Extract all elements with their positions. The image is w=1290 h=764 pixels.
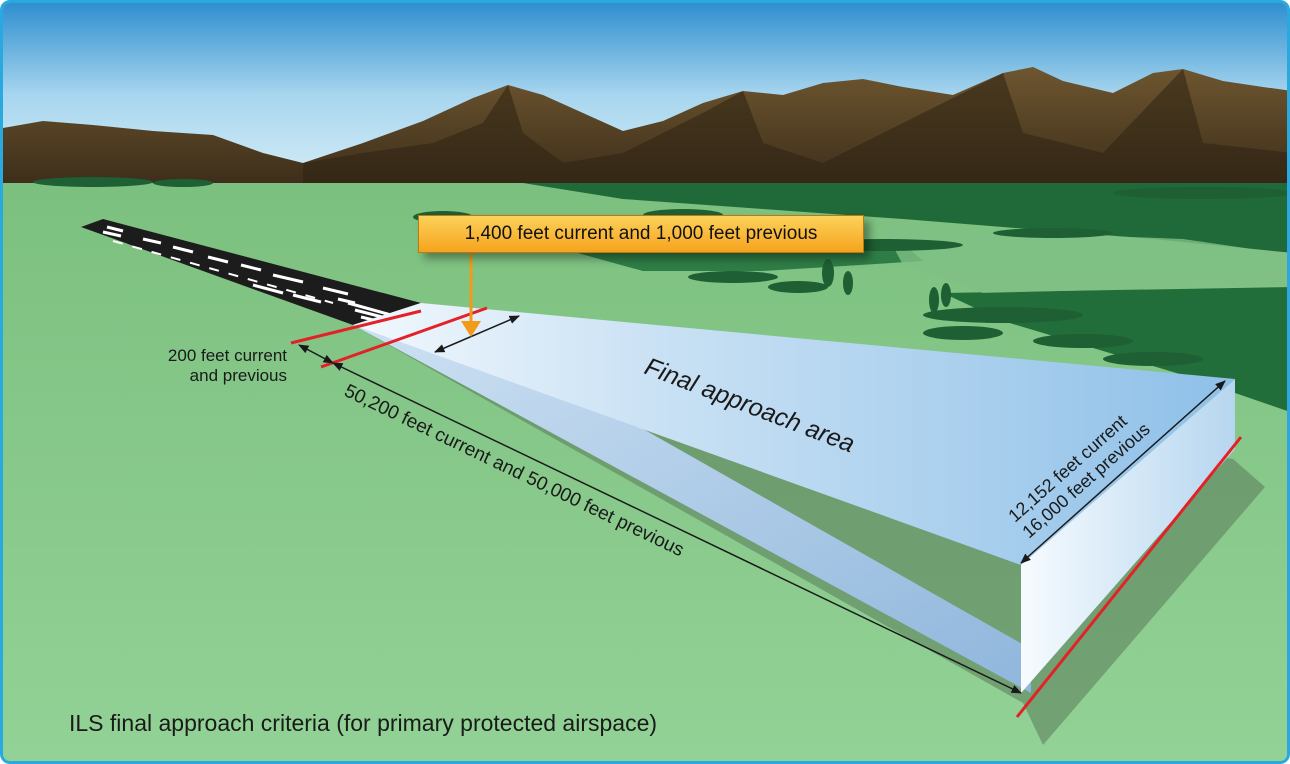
length-arrow	[332, 362, 1022, 694]
threshold-width-label-line2: and previous	[190, 366, 287, 385]
callout-pointer	[461, 253, 481, 337]
threshold-width-label-line1: 200 feet current	[168, 346, 287, 365]
dimension-arrows	[298, 315, 1226, 694]
inner-width-arrow	[434, 315, 520, 353]
outer-width-arrow	[1020, 380, 1226, 564]
ils-approach-illustration: 200 feet current and previous Final appr…	[3, 3, 1287, 761]
field-dark-1	[523, 183, 1287, 253]
figure-caption: ILS final approach criteria (for primary…	[69, 710, 658, 736]
mountain-shadow	[303, 69, 1287, 185]
threshold-width-arrow	[298, 344, 334, 364]
field-light	[883, 227, 1287, 293]
approach-width-callout: 1,400 feet current and 1,000 feet previo…	[418, 215, 864, 253]
